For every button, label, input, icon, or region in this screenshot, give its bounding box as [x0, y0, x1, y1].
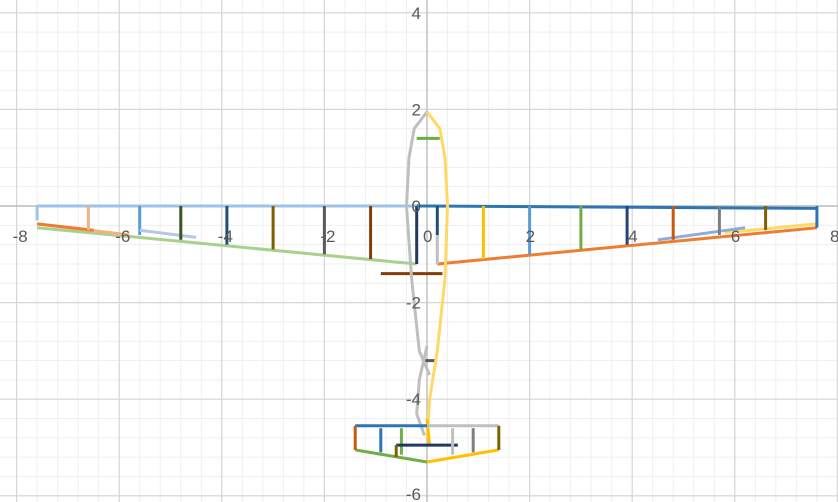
series-line-32: [405, 110, 431, 376]
x-tick-label: -8: [13, 227, 28, 246]
series-line-9: [36, 222, 94, 232]
tick-labels: -8 -6 -4 -2 0 2 4 6 8 4 2 0 -2 -4 -6: [13, 4, 838, 502]
x-tick-label: -6: [115, 227, 130, 246]
y-tick-label: -2: [406, 294, 421, 313]
y-tick-label: 0: [412, 197, 421, 216]
series-line-6: [724, 222, 818, 235]
series-line-40: [426, 448, 500, 464]
series-line-35: [425, 110, 449, 438]
x-tick-label: 6: [731, 227, 740, 246]
x-tick-label: -2: [320, 227, 335, 246]
series-line-12: [139, 228, 197, 239]
x-tick-label: 0: [423, 227, 432, 246]
series-line-36: [425, 418, 432, 446]
x-tick-label: -4: [218, 227, 233, 246]
series-line-39: [354, 448, 428, 464]
x-tick-label: 2: [526, 227, 535, 246]
y-tick-label: -4: [406, 390, 421, 409]
series-line-5: [437, 226, 818, 266]
y-tick-label: 4: [412, 4, 421, 23]
plot-area: [35, 110, 819, 464]
x-tick-label: 4: [628, 227, 637, 246]
series-line-4: [426, 204, 817, 210]
y-tick-label: 2: [412, 100, 421, 119]
x-tick-label: 8: [830, 227, 838, 246]
y-tick-label: -6: [406, 485, 421, 502]
series-line-2: [36, 226, 417, 266]
